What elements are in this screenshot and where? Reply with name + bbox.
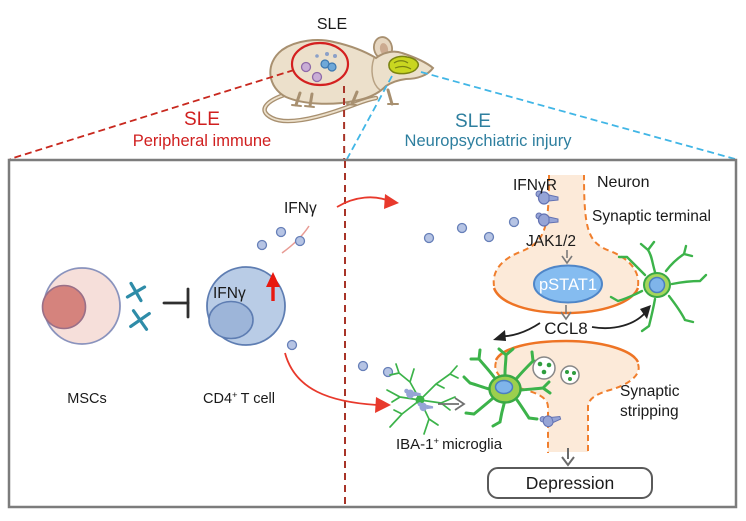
msc-nucleus bbox=[41, 284, 87, 330]
synaptic-terminal-label: Synaptic terminal bbox=[592, 208, 711, 225]
depression-label: Depression bbox=[526, 473, 615, 493]
ifngr-receptor-icon bbox=[535, 212, 559, 227]
left-callout-subtitle: Peripheral immune bbox=[133, 132, 271, 150]
ccl8-right-arrow bbox=[591, 305, 651, 329]
microglia-core bbox=[415, 395, 425, 405]
immune-dot bbox=[333, 54, 337, 58]
stripped-receptor-icon bbox=[539, 415, 562, 428]
ifng-molecule-dot bbox=[294, 235, 306, 247]
ifng-molecule-dot bbox=[286, 339, 298, 351]
synaptic-bouton bbox=[494, 339, 640, 453]
microglia-label-base: IBA-1 bbox=[396, 436, 434, 453]
cross-icon bbox=[129, 309, 151, 331]
tcell-to-microglia-arrow bbox=[284, 352, 391, 413]
immune-cell-purple bbox=[300, 61, 312, 73]
left-callout-label: SLE Peripheral immune bbox=[133, 109, 271, 150]
microglia-label: IBA-1+microglia bbox=[396, 436, 503, 453]
ifng-molecule-dot bbox=[483, 231, 495, 243]
stripping-line1: Synaptic bbox=[620, 383, 680, 400]
red-callout-line-left bbox=[9, 69, 295, 160]
activated-microglia bbox=[462, 347, 552, 428]
inhibition-bar-symbol bbox=[162, 287, 190, 319]
left-callout-title: SLE bbox=[184, 109, 220, 130]
cross-icon bbox=[125, 281, 147, 303]
cd4-label-rest: T cell bbox=[241, 391, 275, 407]
stripping-line2: stripping bbox=[620, 403, 679, 420]
depression-arrow bbox=[561, 448, 575, 467]
synaptic-vesicle bbox=[532, 356, 556, 380]
pstat-to-ccl8-arrow bbox=[560, 305, 572, 321]
secreted-ifng-label: IFNγ bbox=[284, 200, 317, 217]
amoeboid-microglia-top bbox=[609, 240, 708, 333]
right-callout-subtitle: Neuropsychiatric injury bbox=[405, 132, 573, 150]
neuron-label: Neuron bbox=[597, 174, 649, 191]
immune-dot bbox=[315, 54, 319, 58]
ifng-molecule-dot bbox=[456, 222, 468, 234]
mouse-tail-highlight bbox=[263, 93, 377, 122]
mouse-body bbox=[269, 39, 435, 105]
msc-cell bbox=[41, 267, 121, 345]
jak-label: JAK1/2 bbox=[526, 233, 576, 250]
bouton-top-membrane bbox=[494, 339, 640, 363]
ccl8-left-arrow bbox=[493, 322, 541, 341]
immune-dot bbox=[325, 52, 329, 56]
ifng-molecule-dot bbox=[423, 232, 435, 244]
brain-region bbox=[388, 55, 419, 75]
ifngr-receptor-icon bbox=[404, 388, 421, 399]
right-callout-title: SLE bbox=[455, 111, 491, 132]
ccl8-label: CCL8 bbox=[544, 319, 587, 338]
synaptic-stripping-label: Synaptic stripping bbox=[620, 383, 680, 420]
inhibition-crosses bbox=[125, 281, 151, 331]
tcell-nucleus bbox=[208, 300, 254, 340]
microglia-label-sup: + bbox=[434, 436, 440, 447]
mouse-illustration bbox=[262, 36, 435, 124]
immune-cell-blue bbox=[327, 62, 337, 72]
microglia-transition-arrow bbox=[438, 397, 466, 411]
mouse-legs bbox=[291, 88, 399, 108]
ifngr-label: IFNγR bbox=[513, 177, 557, 194]
tcell-cytokine-label: IFNγ bbox=[213, 285, 246, 302]
ifng-molecule-dot bbox=[508, 216, 520, 228]
msc-label: MSCs bbox=[67, 391, 106, 407]
cd4-t-cell: IFNγ bbox=[206, 266, 286, 346]
blue-callout-line-left bbox=[346, 75, 393, 160]
jak-to-pstat-arrow bbox=[561, 250, 573, 265]
ifng-molecule-dot bbox=[256, 239, 268, 251]
ifng-to-brain-arrow bbox=[336, 194, 399, 209]
depression-box: Depression bbox=[487, 467, 653, 499]
cd4-label-sup: + bbox=[232, 390, 238, 401]
microglia-nucleus bbox=[494, 379, 514, 395]
right-callout-label: SLE Neuropsychiatric injury bbox=[405, 111, 573, 150]
ramified-microglia bbox=[386, 363, 459, 435]
inflamed-region-circle bbox=[290, 41, 350, 87]
mouse-sle-label: SLE bbox=[317, 16, 347, 33]
cd4-label-base: CD4 bbox=[203, 391, 232, 407]
ifngr-receptor-icon bbox=[417, 402, 434, 412]
synaptic-vesicle bbox=[560, 365, 580, 385]
ifngr-receptor-icon bbox=[535, 190, 559, 205]
ifng-molecule-dot bbox=[357, 360, 369, 372]
immune-cell-purple bbox=[311, 71, 323, 83]
diagram-panel bbox=[7, 158, 738, 509]
upregulation-arrow-icon bbox=[266, 272, 280, 301]
pstat-label: pSTAT1 bbox=[539, 276, 597, 294]
cd4-label: CD4+T cell bbox=[203, 390, 275, 407]
pstat-node: pSTAT1 bbox=[533, 264, 603, 304]
mouse-neck-line bbox=[371, 57, 381, 91]
microglia-label-rest: microglia bbox=[442, 436, 503, 453]
ifng-molecule-dot bbox=[275, 226, 287, 238]
microglia-nucleus bbox=[648, 276, 666, 294]
